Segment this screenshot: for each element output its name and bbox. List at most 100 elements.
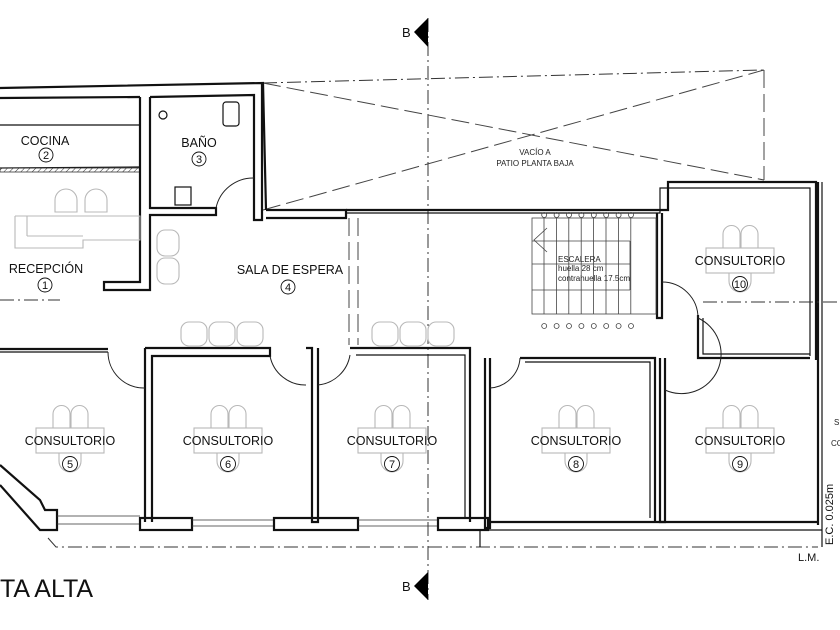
desk [193,427,263,454]
stair-step-marker [578,212,585,218]
chair-icon [576,405,595,428]
stair: ESCALERA huella 28 cm contrahuella 17.5c… [531,212,657,329]
desk [35,427,105,454]
stair-step-marker [566,323,572,329]
chair-icon [374,405,393,428]
edge-fragment: CO [831,439,840,448]
room-consultorio-6: CONSULTORIO 6 [183,405,274,473]
room-name: CONSULTORIO [531,434,622,448]
chair-icon [70,405,89,428]
section-marker-bottom: B [402,572,428,600]
stair-step-marker [553,212,560,218]
room-number: 6 [225,459,231,471]
edge-fragment: S [834,418,839,427]
stair-step-marker [628,323,634,329]
sink-icon [174,186,192,206]
room-name: CONSULTORIO [25,434,116,448]
stair-step-marker [578,323,585,329]
toilet-icon [222,101,240,127]
waiting-chair-icon [236,321,264,347]
stair-step-marker [628,212,634,218]
chair-icon [722,225,741,248]
chair-icon [740,225,759,248]
room-consultorio-7: CONSULTORIO 7 [347,405,438,473]
consultorios: CONSULTORIO5CONSULTORIO6CONSULTORIO7CONS… [25,225,786,473]
chair-icon [84,188,108,213]
stair-step-marker [590,212,597,218]
room-cocina: COCINA 2 [21,134,70,163]
stair-riser: contrahuella 17.5cm [558,274,630,283]
stair-step-marker [615,212,622,218]
room-name: COCINA [21,134,70,148]
chair-icon [52,405,71,428]
stair-step-marker [603,323,610,329]
room-number: 3 [196,154,202,166]
desk [541,427,611,454]
void-note-line2: PATIO PLANTA BAJA [496,159,574,168]
waiting-chair-icon [427,321,455,347]
room-consultorio-8: CONSULTORIO 8 [531,405,622,473]
room-name: CONSULTORIO [183,434,274,448]
desk [705,247,775,274]
waiting-chair-icon [399,321,427,347]
room-number: 9 [737,459,743,471]
room-consultorio-9: CONSULTORIO 9 [695,405,786,473]
room-recepcion: RECEPCIÓN 1 [9,261,83,293]
section-arrow-icon [414,572,428,600]
stair-step-marker [603,212,610,218]
void-area: VACÍO A PATIO PLANTA BAJA [262,69,765,211]
section-arrow-icon [414,18,428,47]
room-number: 5 [67,459,73,471]
room-name: BAÑO [181,136,217,150]
chair-icon [228,405,247,428]
stair-step-marker [566,212,572,218]
room-number: 2 [43,150,49,162]
stair-step-marker [590,323,597,329]
room-name: CONSULTORIO [695,254,786,268]
room-consultorio-5: CONSULTORIO 5 [25,405,116,473]
room-name: CONSULTORIO [347,434,438,448]
scale-label: E.C. 0.025m [824,484,836,545]
drawing-title: TA ALTA [0,575,93,603]
room-number: 7 [389,459,395,471]
walls [0,81,840,548]
desk [705,427,775,454]
section-letter-bottom: B [402,579,411,594]
desk [357,427,427,454]
chair-icon [740,405,759,428]
room-name: CONSULTORIO [695,434,786,448]
stair-step-marker [541,212,548,218]
room-bano: BAÑO 3 [181,136,217,167]
reception-desk [14,215,141,249]
waiting-chair-icon [156,257,180,285]
room-number: 4 [285,282,291,294]
chair-icon [392,405,411,428]
doors [107,177,722,395]
room-name: SALA DE ESPERA [237,263,344,277]
stair-step-marker [615,323,622,329]
chair-icon [558,405,577,428]
void-note-line1: VACÍO A [519,148,551,157]
waiting-chair-icon [156,229,180,257]
room-number: 1 [42,280,48,292]
section-marker-top: B [402,18,428,47]
stair-label: ESCALERA [558,255,601,264]
stair-step-marker [541,323,548,329]
shower-icon [158,110,168,120]
waiting-chair-icon [371,321,399,347]
waiting-chair-icon [180,321,208,347]
chair-icon [54,188,78,213]
room-number: 8 [573,459,579,471]
stair-tread: huella 28 cm [558,264,604,273]
room-sala-espera: SALA DE ESPERA 4 [237,263,344,295]
stair-direction-icon [533,227,548,253]
stair-step-marker [553,323,560,329]
room-name: RECEPCIÓN [9,261,83,276]
furniture [14,101,455,347]
waiting-chair-icon [208,321,236,347]
boundary-label: L.M. [798,552,819,564]
chair-icon [722,405,741,428]
section-letter-top: B [402,25,411,40]
